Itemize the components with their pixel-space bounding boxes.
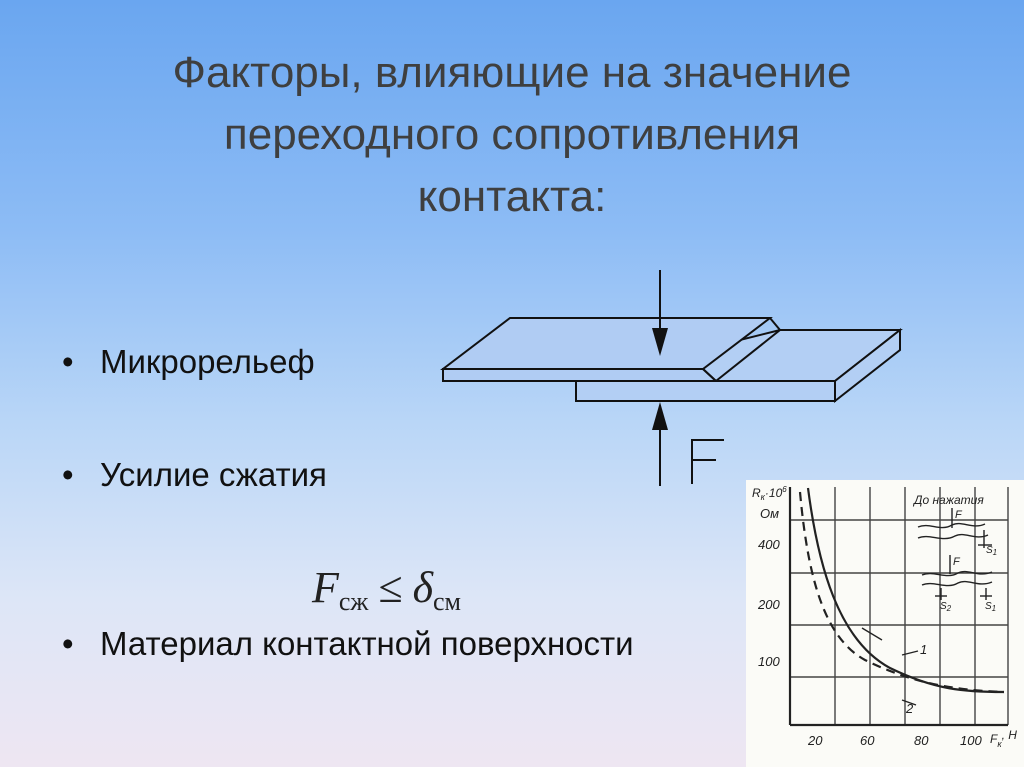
inset-force-label-1: F xyxy=(955,509,963,521)
curve-1-label: 1 xyxy=(920,642,927,657)
title-line-3: контакта: xyxy=(417,172,607,221)
lower-plate-front xyxy=(575,380,836,402)
y-unit-label: Ом xyxy=(760,506,779,521)
curve-2-label: 2 xyxy=(905,701,914,716)
formula-lhs-subscript: сж xyxy=(338,587,369,616)
inset-s-label-3: S1 xyxy=(985,601,996,613)
force-glyph-f xyxy=(691,439,724,484)
slide-title: Факторы, влияющие на значение переходног… xyxy=(60,42,964,228)
inset-surface-bottom xyxy=(917,533,989,540)
inset-s-label-1: S1 xyxy=(986,545,997,557)
bullet-text: Усилие сжатия xyxy=(100,456,327,493)
formula-operator: ≤ xyxy=(378,563,403,612)
inset-title: До нажатия xyxy=(912,493,984,507)
contact-diagram: F xyxy=(440,270,903,486)
bullet-item: • Микрорельеф xyxy=(62,343,315,381)
y-axis-label: Rк·106 xyxy=(752,485,787,502)
bullet-text: Материал контактной поверхности xyxy=(100,625,634,662)
x-tick-20: 20 xyxy=(807,733,823,748)
bullet-dot: • xyxy=(62,343,74,380)
curve-1 xyxy=(806,487,1005,694)
x-tick-100: 100 xyxy=(960,733,982,748)
y-tick-100: 100 xyxy=(758,654,780,669)
formula-rhs-subscript: см xyxy=(433,587,462,616)
x-axis-label: Fк, Н xyxy=(990,728,1017,749)
bullet-item: • Усилие сжатия xyxy=(62,456,327,494)
bullet-text: Микрорельеф xyxy=(100,343,315,380)
resistance-force-graph: Rк·106 Ом 400 200 100 20 60 80 100 Fк, Н… xyxy=(746,480,1024,767)
upper-plate-front xyxy=(442,368,719,382)
curve-2 xyxy=(798,491,1005,694)
inset-force-label-2: F xyxy=(953,556,961,568)
bullet-dot: • xyxy=(62,456,74,493)
y-tick-400: 400 xyxy=(758,537,780,552)
compression-formula: Fсж ≤δсм xyxy=(312,562,461,617)
inset-surface-2-bottom xyxy=(921,580,993,587)
lower-plate-side xyxy=(834,327,901,404)
formula-lhs: F xyxy=(312,563,339,612)
x-tick-80: 80 xyxy=(914,733,929,748)
x-tick-60: 60 xyxy=(860,733,875,748)
y-tick-200: 200 xyxy=(757,597,780,612)
inset-surface-2-top xyxy=(921,570,993,577)
bullet-item: • Материал контактной поверхности xyxy=(62,625,634,663)
formula-rhs: δ xyxy=(412,563,434,612)
bullet-dot: • xyxy=(62,625,74,662)
title-line-2: переходного сопротивления xyxy=(223,110,801,159)
inset-s-label-2: S2 xyxy=(940,601,952,613)
title-line-1: Факторы, влияющие на значение xyxy=(172,48,852,97)
